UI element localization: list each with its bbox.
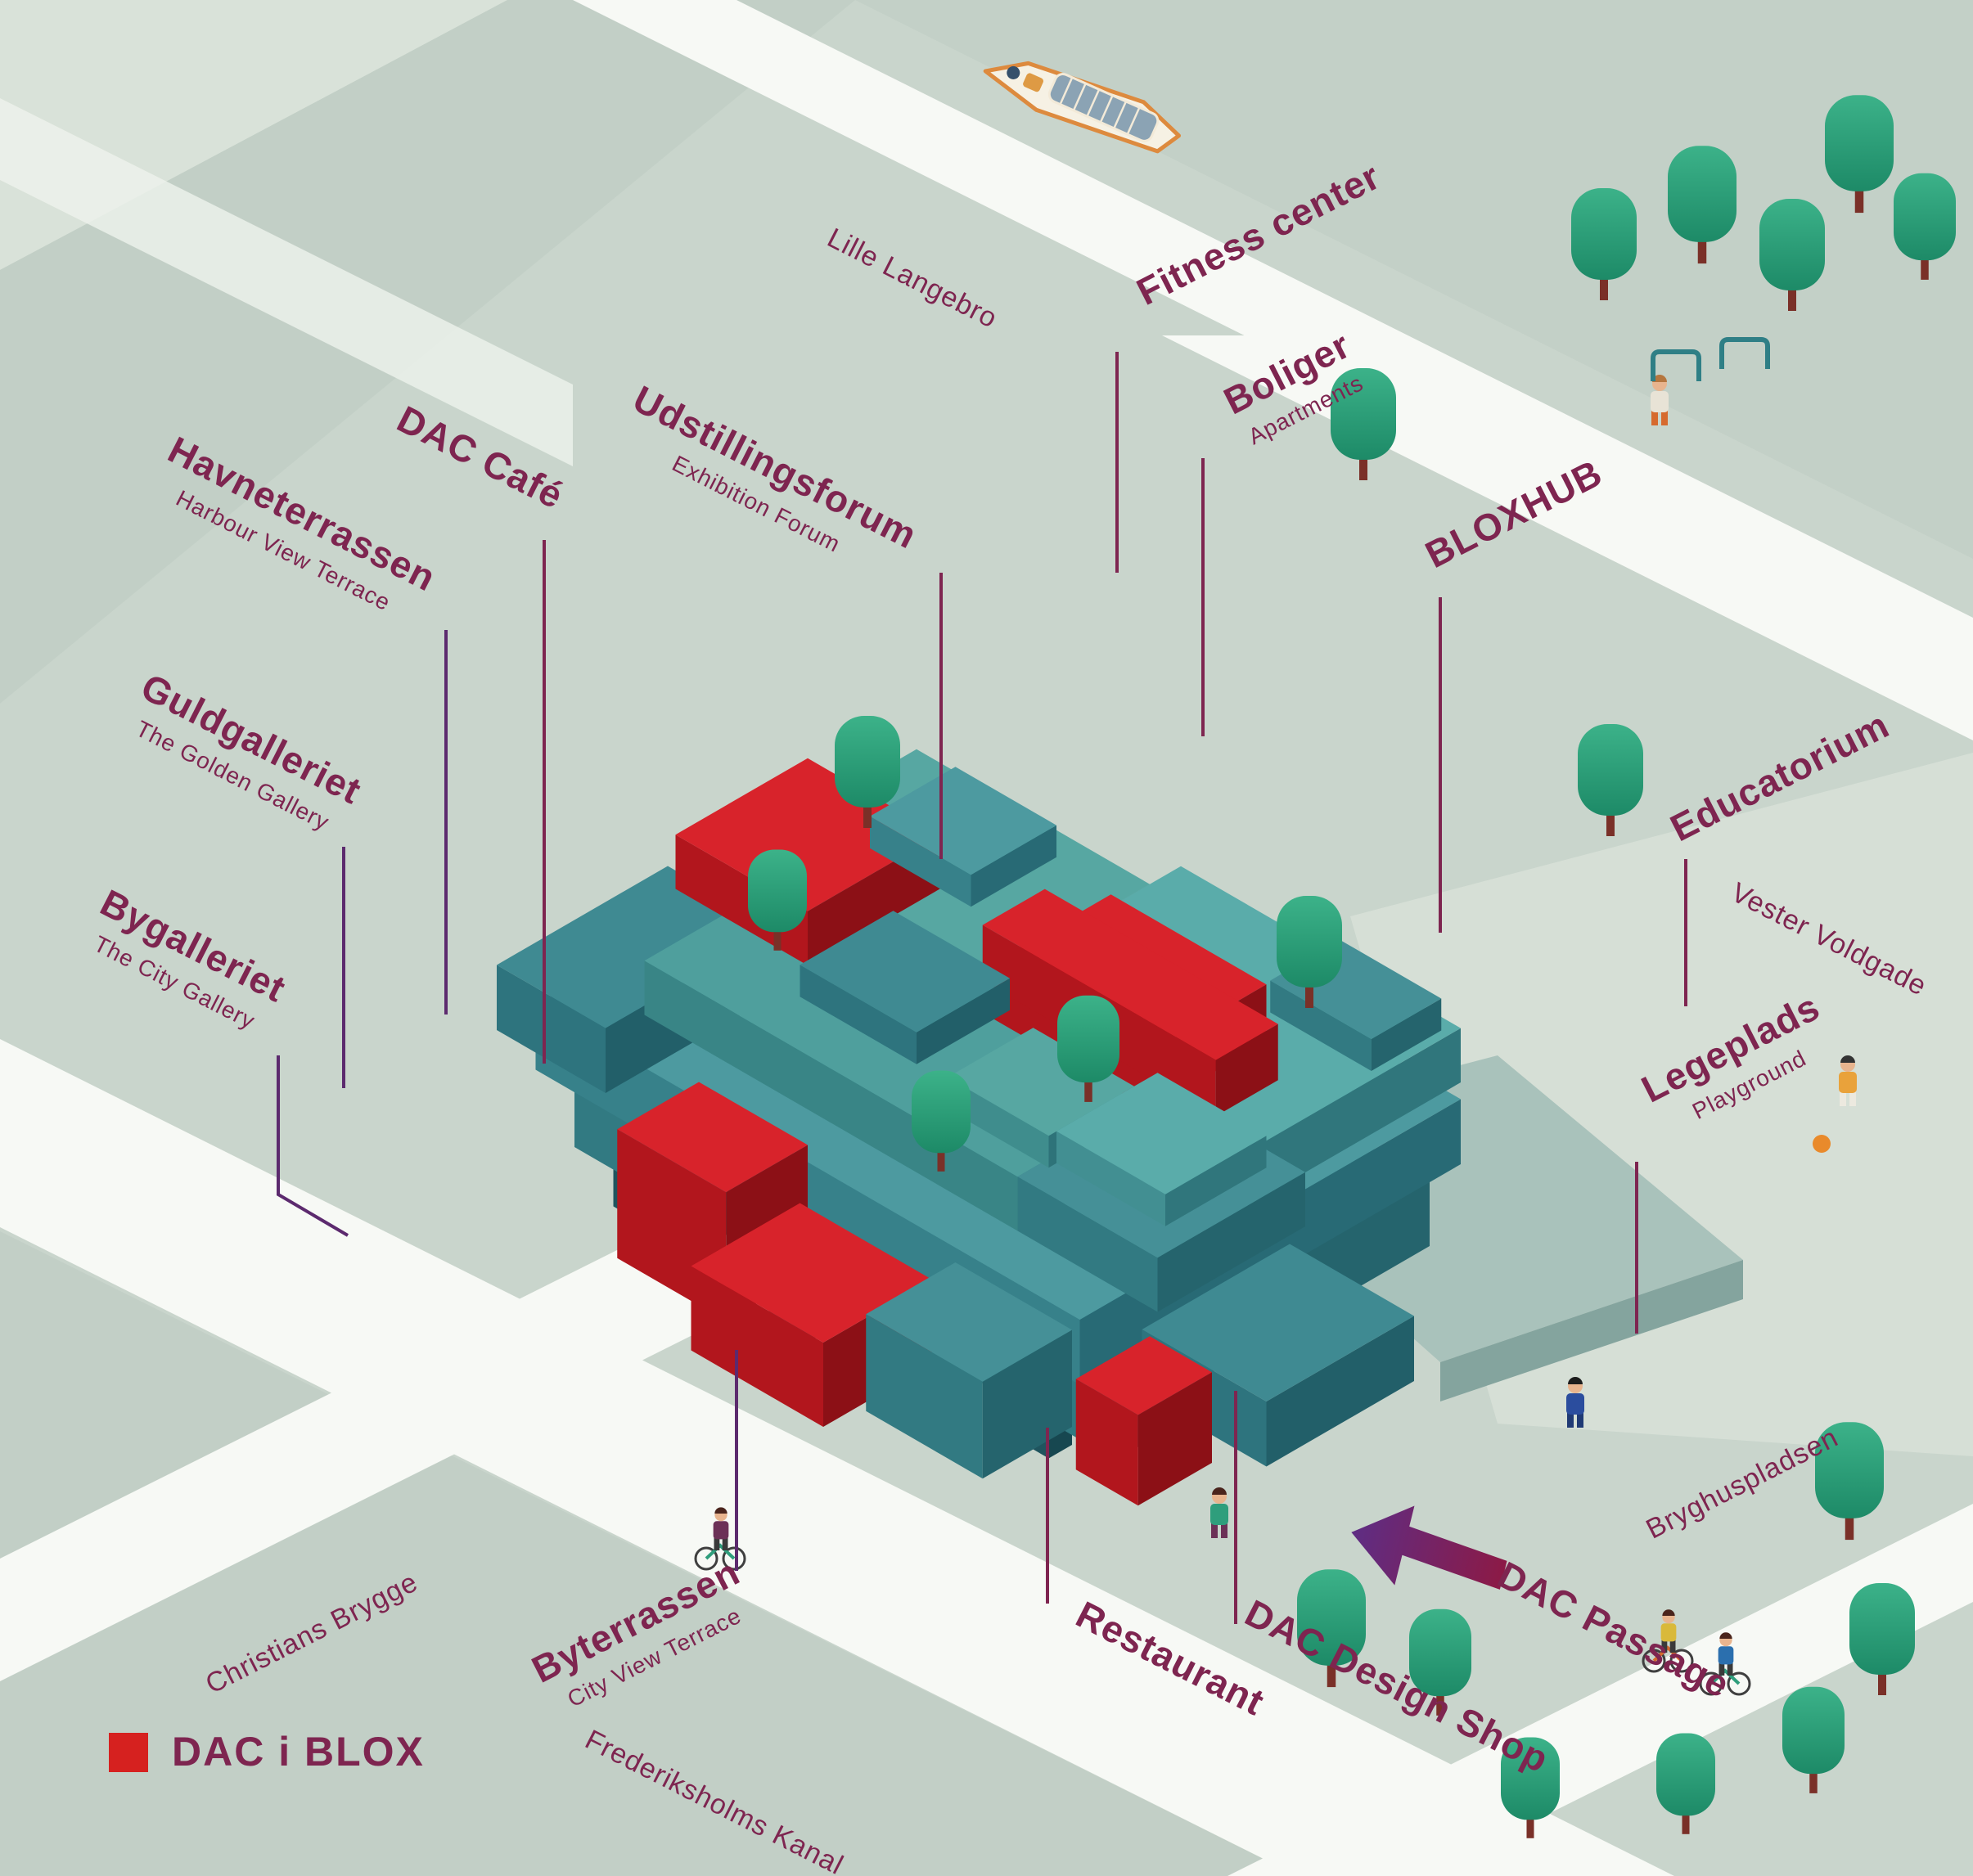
building-face <box>1137 1372 1212 1506</box>
tree-icon <box>1849 1583 1915 1695</box>
tree-icon <box>1297 1569 1366 1688</box>
tree-icon <box>1571 188 1637 300</box>
building-roof <box>1075 1336 1212 1415</box>
building-roof <box>982 889 1278 1060</box>
road-quay <box>0 1039 1674 1876</box>
building-face <box>1259 1028 1461 1199</box>
building-face <box>1075 1379 1138 1506</box>
building-roof <box>691 1203 932 1343</box>
building-roof <box>800 911 1010 1032</box>
tree-icon <box>1277 896 1342 1008</box>
building-face <box>982 1329 1072 1479</box>
cyclist-icon <box>1699 1632 1751 1696</box>
tree-icon <box>1782 1686 1845 1793</box>
tree-icon <box>1668 146 1737 264</box>
building-face <box>1056 1131 1165 1226</box>
legend-label: DAC i BLOX <box>172 1729 425 1775</box>
building-face <box>866 1314 983 1479</box>
ball-icon <box>1813 1135 1831 1153</box>
building-face <box>644 960 1018 1231</box>
legend-swatch <box>109 1733 148 1772</box>
building-face <box>1266 1316 1414 1467</box>
tree-icon <box>1815 1422 1884 1541</box>
building-face <box>1017 1176 1158 1312</box>
tree-icon <box>835 716 900 828</box>
building-roof <box>1056 1073 1267 1194</box>
dac-passage-arrow <box>1351 1505 1507 1590</box>
building-roof <box>870 767 1056 875</box>
building-face <box>1215 1023 1278 1117</box>
building-roof <box>1142 1244 1414 1401</box>
tree-icon <box>1759 199 1825 311</box>
playground-frame-icon <box>1719 337 1770 369</box>
tree-icon <box>912 1070 971 1172</box>
pedestrian-icon <box>1210 1487 1228 1538</box>
pedestrian-icon <box>1839 1055 1857 1106</box>
tree-icon <box>1501 1737 1560 1838</box>
building-face <box>971 825 1056 907</box>
building-face <box>917 978 1010 1064</box>
cyclist-icon <box>1642 1609 1694 1673</box>
building-roof <box>866 1262 1072 1382</box>
road-bottom-right <box>1227 1504 1973 1876</box>
pedestrian-icon <box>1566 1377 1584 1428</box>
canal-boat-icon <box>983 61 1182 154</box>
tree-icon <box>1057 995 1119 1102</box>
building-roof <box>948 1028 1134 1136</box>
building-face <box>497 965 606 1093</box>
leader-bygalleriet <box>277 1055 349 1237</box>
building-face <box>1371 998 1442 1071</box>
playground-frame-icon <box>1651 349 1701 381</box>
building-face <box>948 1077 1049 1168</box>
pedestrian-icon <box>1651 375 1669 425</box>
building-face <box>1157 1172 1305 1312</box>
cyclist-icon <box>694 1507 746 1571</box>
building-face <box>800 965 917 1064</box>
people <box>694 337 1857 1696</box>
tree-icon <box>1578 724 1643 836</box>
building-roof <box>617 1082 808 1193</box>
leader-lines <box>277 352 1687 1624</box>
building-face <box>1165 1136 1267 1226</box>
building-face <box>1270 980 1372 1071</box>
tree-icon <box>1409 1608 1471 1716</box>
trees <box>748 95 1956 1838</box>
tree-icon <box>1825 95 1894 214</box>
tree-icon <box>1656 1733 1715 1834</box>
tree-icon <box>748 849 807 951</box>
legend: DAC i BLOX <box>109 1729 425 1775</box>
tree-icon <box>1894 173 1956 280</box>
building-face <box>870 816 971 907</box>
tree-icon <box>1331 368 1396 480</box>
building-face <box>691 1266 823 1427</box>
